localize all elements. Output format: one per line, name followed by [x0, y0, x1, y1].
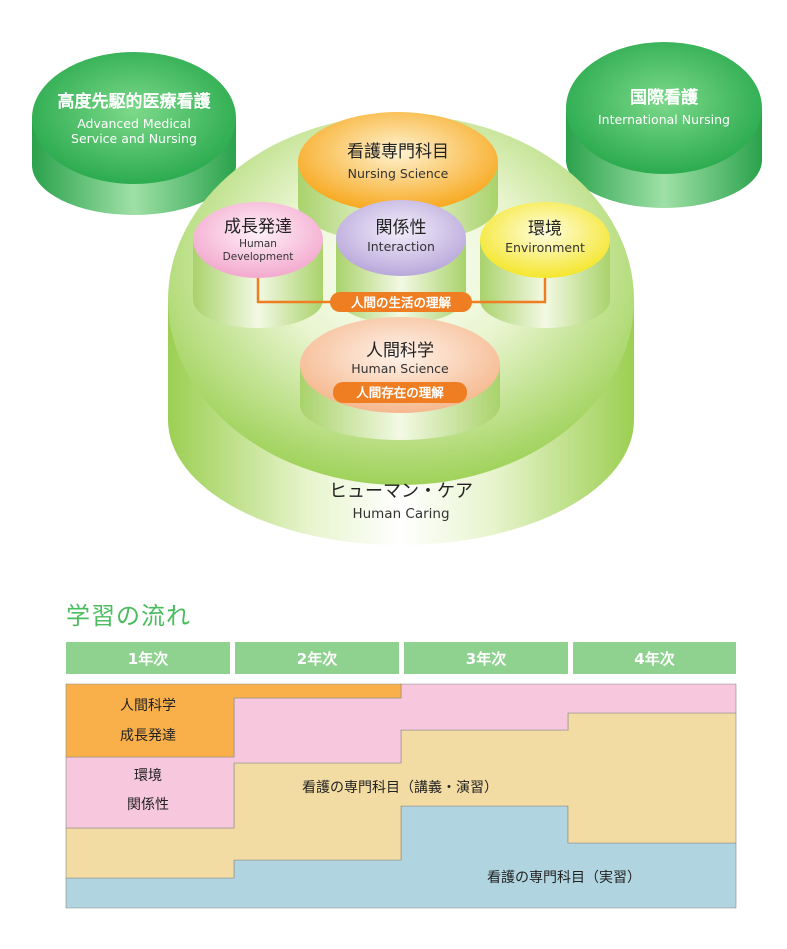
band-lecture-label: 看護の専門科目（講義・演習）: [302, 779, 498, 796]
learning-flow-title: 学習の流れ: [66, 602, 191, 630]
year-4-header: 4年次: [573, 642, 736, 674]
environment-jp: 環境: [528, 219, 562, 239]
international-nursing-en: International Nursing: [598, 112, 730, 127]
concept-diagram: 高度先駆的医療看護 Advanced Medical Service and N…: [32, 42, 762, 545]
advanced-medical-en-1: Advanced Medical: [77, 116, 191, 131]
life-understanding-label: 人間の生活の理解: [351, 295, 452, 310]
interaction-jp: 関係性: [376, 218, 427, 238]
year-2-header: 2年次: [235, 642, 399, 674]
year-header: 1年次 2年次 3年次 4年次: [66, 642, 736, 676]
environment-cylinder: 環境 Environment: [480, 202, 610, 328]
human-science-band: [65, 683, 402, 758]
year-1-header: 1年次: [66, 642, 230, 674]
existence-understanding-label: 人間存在の理解: [356, 385, 444, 400]
human-development-en-1: Human: [239, 238, 277, 250]
human-science-en: Human Science: [351, 361, 449, 376]
human-caring-en: Human Caring: [352, 506, 449, 522]
human-science-jp: 人間科学: [366, 341, 434, 361]
advanced-medical-jp: 高度先駆的医療看護: [58, 91, 212, 112]
international-nursing-cylinder: 国際看護 International Nursing: [566, 42, 762, 208]
practicum-band: [65, 805, 737, 909]
environment-band: [65, 683, 737, 829]
nursing-science-jp: 看護専門科目: [347, 142, 449, 162]
environment-en: Environment: [505, 240, 585, 255]
year-3-header: 3年次: [404, 642, 568, 674]
advanced-medical-cylinder: 高度先駆的医療看護 Advanced Medical Service and N…: [32, 52, 236, 215]
band-interaction-label: 関係性: [127, 797, 169, 813]
human-development-en-2: Development: [223, 251, 294, 263]
human-development-jp: 成長発達: [224, 217, 292, 237]
life-understanding-connector: 人間の生活の理解: [256, 278, 547, 312]
human-development-cylinder: 成長発達 Human Development: [193, 202, 323, 328]
nursing-science-en: Nursing Science: [348, 166, 449, 181]
interaction-en: Interaction: [367, 239, 435, 254]
human-science-cylinder: 人間科学 Human Science 人間存在の理解: [300, 317, 500, 440]
band-environment-label: 環境: [134, 768, 162, 784]
human-caring-jp: ヒューマン・ケア: [329, 481, 473, 502]
advanced-medical-en-2: Service and Nursing: [71, 131, 197, 146]
band-practicum-label: 看護の専門科目（実習）: [487, 870, 641, 886]
band-human-science-label: 人間科学: [120, 698, 176, 714]
band-human-development-label: 成長発達: [120, 728, 176, 744]
lecture-band: [65, 712, 737, 879]
international-nursing-jp: 国際看護: [630, 87, 699, 108]
